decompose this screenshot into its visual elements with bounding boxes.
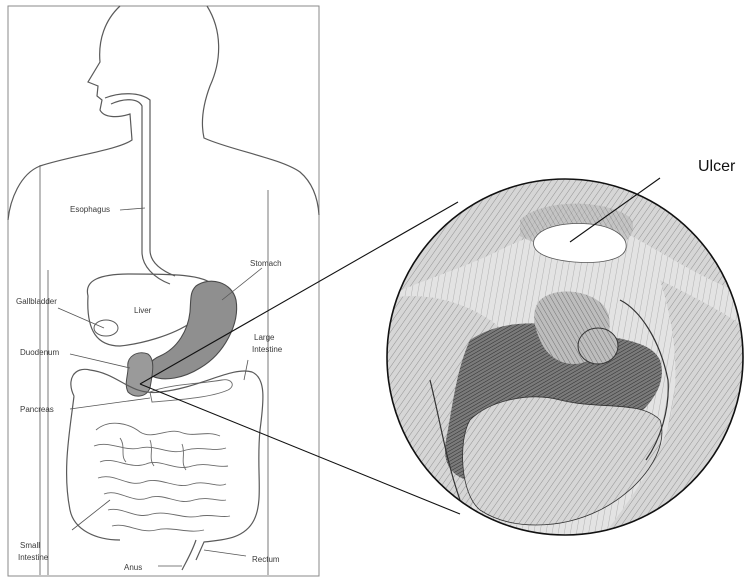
label-small-intestine-1: Small bbox=[20, 541, 40, 550]
magnified-view bbox=[380, 170, 755, 550]
label-small-intestine-2: Intestine bbox=[18, 553, 49, 562]
figure-frame bbox=[8, 6, 319, 576]
ulcer bbox=[534, 224, 627, 263]
label-large-intestine-1: Large bbox=[254, 333, 275, 342]
label-liver: Liver bbox=[134, 306, 152, 315]
label-ulcer: Ulcer bbox=[698, 158, 736, 175]
duodenum bbox=[126, 353, 153, 396]
label-gallbladder: Gallbladder bbox=[16, 297, 57, 306]
label-large-intestine-2: Intestine bbox=[252, 345, 283, 354]
label-duodenum: Duodenum bbox=[20, 348, 59, 357]
label-rectum: Rectum bbox=[252, 555, 280, 564]
label-anus: Anus bbox=[124, 563, 142, 572]
label-pancreas: Pancreas bbox=[20, 405, 54, 414]
label-esophagus: Esophagus bbox=[70, 205, 110, 214]
label-stomach: Stomach bbox=[250, 259, 282, 268]
gallbladder bbox=[94, 320, 118, 336]
